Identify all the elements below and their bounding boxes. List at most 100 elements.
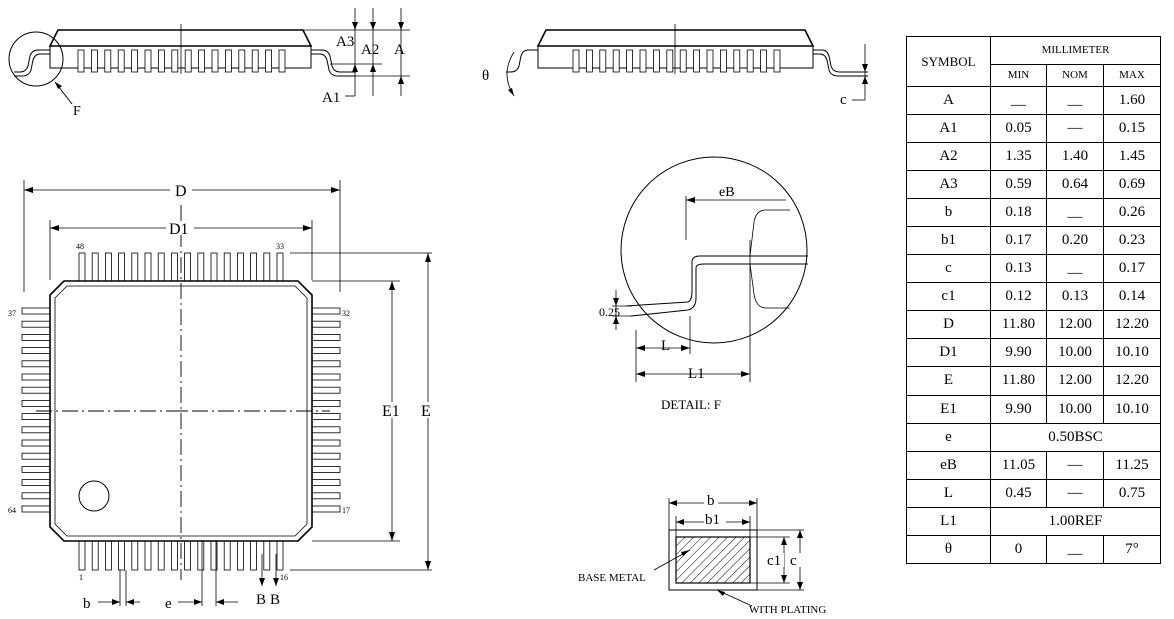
table-cell-max: 1.45 [1102, 142, 1162, 172]
detail-f-callout: F [73, 104, 81, 119]
table-cell-max: 10.10 [1102, 394, 1162, 424]
lead-pin [311, 452, 341, 460]
side-lead [773, 49, 781, 73]
dim-d1-label: D1 [169, 221, 189, 238]
lead-pin [118, 540, 125, 571]
lead-pin [311, 373, 341, 381]
lead-pin [197, 540, 205, 571]
lead-pin [144, 252, 152, 282]
side-view-2-leads [572, 49, 781, 73]
table-cell-nom: 10.00 [1046, 394, 1104, 424]
table-cell-nom: __ [1046, 198, 1104, 228]
table-cell-nom: __ [1046, 85, 1104, 116]
side-lead [251, 49, 259, 73]
table-cell-max: 0.15 [1102, 114, 1162, 144]
dim-e1-label: E1 [382, 403, 400, 420]
lead-pin [311, 360, 341, 368]
dim-e-label: E [421, 403, 431, 420]
lead-pin [21, 399, 51, 407]
lead-pin [21, 479, 51, 487]
side-lead [224, 49, 232, 73]
lead-pin [170, 540, 178, 571]
lead-pin [21, 413, 51, 421]
table-cell-symbol: eB [906, 450, 991, 480]
table-cell-symbol: c [906, 254, 991, 284]
table-cell-nom: — [1046, 114, 1104, 144]
table-cell-max: 12.20 [1102, 366, 1162, 396]
lead-pin [157, 252, 165, 282]
side-view-leads [77, 49, 286, 73]
table-cell-nom: — [1046, 450, 1104, 480]
detail-f-view: eB L L1 0.25 DETAIL: F [599, 156, 808, 412]
table-cell-symbol: A [906, 85, 991, 116]
pin-48-label: 48 [76, 242, 84, 251]
side-lead [720, 49, 727, 73]
lead-pin [78, 252, 86, 282]
side-lead [679, 49, 687, 73]
table-header-symbol: SYMBOL [906, 36, 991, 87]
table-cell-nom: 12.00 [1046, 366, 1104, 396]
table-cell-max: 0.69 [1102, 170, 1162, 200]
lead-pin [311, 347, 341, 355]
side-lead [746, 49, 754, 73]
dim-a1-label: A1 [322, 90, 340, 106]
lead-pin [311, 413, 341, 421]
table-cell-max: 0.23 [1102, 226, 1162, 256]
table-cell-max: 1.60 [1102, 85, 1162, 116]
lead-pin [21, 333, 51, 341]
table-cell-min: 9.90 [990, 338, 1047, 368]
lead-pin [144, 540, 152, 571]
lead-pin [250, 252, 258, 282]
lead-pin [311, 505, 341, 513]
section-b-label-left: B [256, 592, 266, 608]
table-cell-symbol: A2 [906, 142, 991, 172]
side-lead [639, 49, 647, 73]
table-cell-value: 1.00REF [989, 506, 1162, 536]
table-cell-min: 0.59 [990, 170, 1047, 200]
table-cell-min: 0.12 [990, 282, 1047, 312]
table-cell-symbol: c1 [906, 282, 991, 312]
lead-pin [91, 252, 99, 282]
lead-pin [311, 465, 341, 473]
lead-pin [311, 399, 341, 407]
table-cell-symbol: A1 [906, 114, 991, 144]
table-cell-symbol: b [906, 198, 991, 228]
top-row-pins [78, 252, 284, 282]
detail-f-caption: DETAIL: F [661, 397, 721, 412]
with-plating-label: WITH PLATING [749, 604, 826, 616]
dim-e-pitch-label: e [165, 596, 172, 612]
table-cell-nom: __ [1046, 534, 1104, 565]
pin-37-label: 37 [8, 309, 16, 318]
lead-pin [131, 252, 139, 282]
table-cell-symbol: E1 [906, 394, 991, 424]
side-view-2: θ c [482, 24, 868, 108]
table-cell-min: __ [990, 85, 1047, 116]
dim-l-label: L [661, 338, 670, 354]
dim-d-label: D [175, 183, 187, 200]
section-b-label-right: B [270, 592, 280, 608]
dim-c1-label: c1 [767, 553, 781, 569]
table-cell-min: 1.35 [990, 142, 1047, 172]
table-cell-nom: 0.13 [1046, 282, 1104, 312]
lead-pin [78, 540, 86, 571]
side-lead [599, 49, 607, 73]
lead-pin [131, 540, 139, 571]
pin1-marker [78, 480, 110, 512]
lead-pin [197, 252, 205, 282]
side-lead [211, 49, 219, 73]
lead-pin [210, 252, 218, 282]
lead-pin [21, 492, 51, 500]
table-cell-value: 0.50BSC [989, 422, 1162, 452]
lead-pin [184, 540, 192, 571]
table-cell-max: 0.75 [1102, 478, 1162, 508]
dim-025-label: 0.25 [599, 305, 620, 319]
table-row: A____1.60 [906, 85, 1162, 116]
